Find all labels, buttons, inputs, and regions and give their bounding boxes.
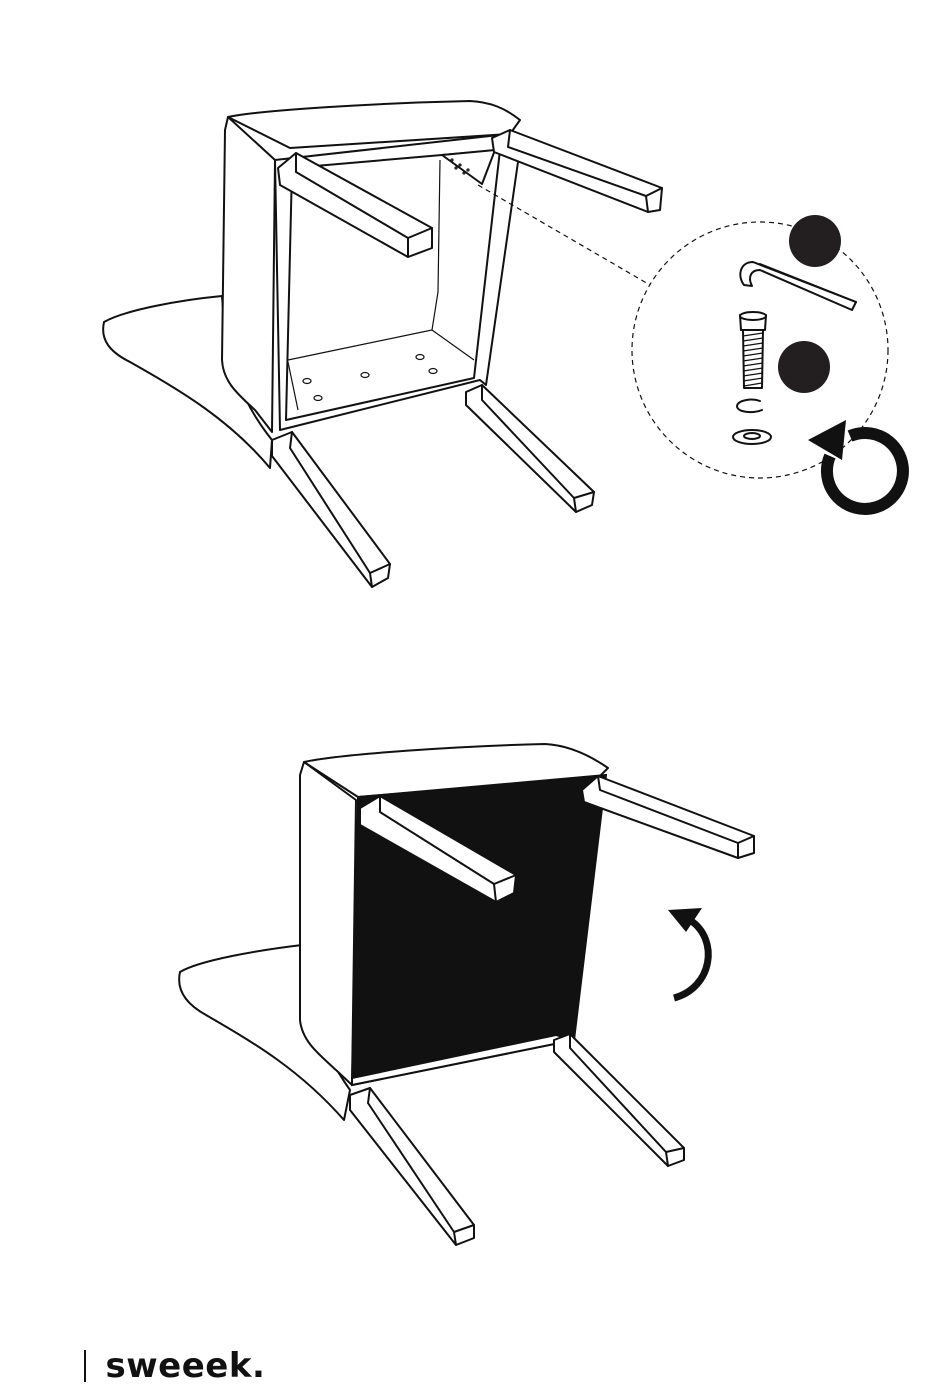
- allen-key-icon: [740, 262, 856, 310]
- step-2-chair: [179, 744, 754, 1245]
- clockwise-rotation-icon: [808, 420, 903, 509]
- hardware-callout: [632, 215, 903, 509]
- spring-washer-icon: [737, 400, 762, 412]
- badge-1: [789, 215, 841, 267]
- turn-over-arrow-icon: [668, 908, 708, 998]
- flat-washer-icon: [733, 430, 771, 444]
- step-1-chair: [103, 101, 662, 587]
- footer-divider: [84, 1350, 86, 1382]
- brand-logo: sweeek.: [106, 1348, 266, 1384]
- badge-2: [778, 341, 830, 393]
- footer: sweeek.: [84, 1348, 265, 1384]
- bolt-icon: [740, 312, 766, 388]
